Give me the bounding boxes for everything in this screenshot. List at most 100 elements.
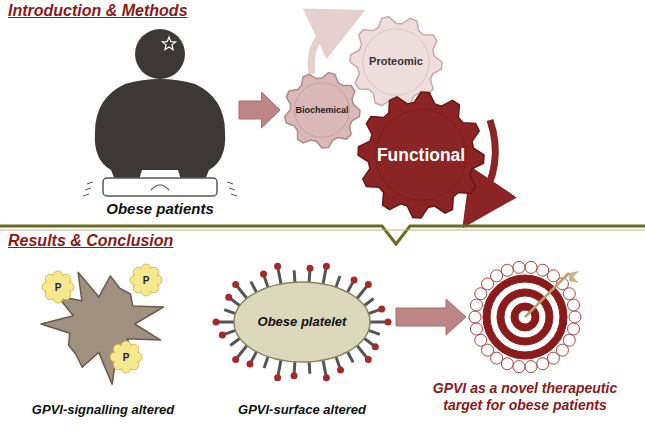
gpvi-receptor [237,346,247,358]
motion-tick [227,182,233,184]
receptor-tip [219,332,226,339]
gpvi-receptor [364,298,374,305]
gpvi-receptor [278,360,281,376]
lace-pattern [537,264,549,276]
platelet-label: Obese platelet [232,314,372,330]
gear-shape [358,92,484,218]
gpvi-receptor [293,362,297,374]
gear-ring [376,110,467,201]
gpvi-receptor [224,310,235,314]
block-arrow [396,299,466,335]
node-shape [470,262,580,372]
gpvi-receptor [323,360,326,376]
receptor-tip [213,319,220,326]
gpvi-receptor [348,282,354,293]
gpvi-receptor [369,330,380,334]
gpvi-receptor [336,357,340,368]
gpvi-receptor [237,286,247,298]
receptor-tip [337,366,344,373]
gpvi-receptor [293,270,297,282]
gpvi-receptor [230,298,240,305]
lace-pattern [470,323,482,335]
scale-dial [151,185,169,190]
dart-fletch [569,271,579,283]
phospho-mark: P [55,282,62,293]
gpvi-receptor [230,338,240,345]
gear-ring [295,83,350,138]
phospho-badge [46,275,70,299]
section-divider [0,230,645,231]
person-head [135,29,185,79]
gpvi-receptor [278,268,281,284]
figure-caption: Obese patients [75,200,245,218]
receptor-tip [351,276,358,283]
phospho-badge [134,268,158,292]
receptor-tip [323,263,330,270]
figure-caption: GPVI-surface altered [202,402,402,418]
receptor-tip [246,361,253,368]
phospho-badge [114,345,138,369]
gpvi-receptor [308,362,312,374]
lace-pattern [469,311,481,323]
cycle-arrow [311,22,340,74]
conclusion-text: GPVI as a novel therapeutic target for o… [412,380,638,414]
receptor-tip [378,305,385,312]
diagram-node: Obese patients [85,20,235,220]
gpvi-receptor [264,357,268,368]
block-arrow [239,92,280,128]
gpvi-receptor [323,268,326,284]
gpvi-receptor [251,352,257,363]
receptor-tip [260,271,267,278]
phospho-mark: P [143,275,150,286]
gpvi-receptor [251,282,257,293]
gpvi-receptor [264,276,268,287]
lace-pattern [569,311,581,323]
lace-pattern [513,261,525,273]
receptor-tip [323,374,330,381]
receptor-tip [274,374,281,381]
section-heading: Results & Conclusion [8,232,173,250]
motion-tick [87,182,93,184]
gpvi-receptor [357,346,367,358]
diagram-node: GPVI as a novel therapeutic target for o… [470,262,580,372]
receptor-tip [372,343,379,350]
lace-pattern [501,358,513,370]
phospho-mark: P [123,352,130,363]
motion-tick [231,194,237,196]
gpvi-receptor [370,321,386,324]
receptor-tip [365,356,372,363]
headache-star [162,37,175,50]
lace-pattern [475,334,487,346]
lace-pattern [568,299,580,311]
receptor-tip [385,319,392,326]
dart-shaft [525,273,569,317]
gear-shape [285,73,360,148]
node-shape [85,20,235,220]
gpvi-receptor [308,270,312,282]
receptor-tip [225,294,232,301]
receptor-tip [232,281,239,288]
gear-label: Functional [377,145,465,166]
lace-pattern [491,270,503,282]
lace-pattern [547,352,559,364]
receptor-tip [365,281,372,288]
motion-tick [229,188,235,190]
receptor-tip [274,263,281,270]
receptor-tip [291,372,298,379]
gpvi-receptor [348,352,354,363]
lace-pattern [501,264,513,276]
person-body [95,79,225,180]
diagram-node: Functional [358,92,484,218]
gpvi-receptor [336,276,340,287]
diagram-node: Biochemical [284,72,360,148]
receptor-tip [232,356,239,363]
lace-pattern [563,288,575,300]
gear-label: Proteomic [369,55,423,68]
gpvi-receptor [357,286,367,298]
lace-pattern [513,361,525,373]
gear-label: Biochemical [295,105,348,116]
gpvi-receptor [369,310,380,314]
lace-pattern [525,361,537,373]
